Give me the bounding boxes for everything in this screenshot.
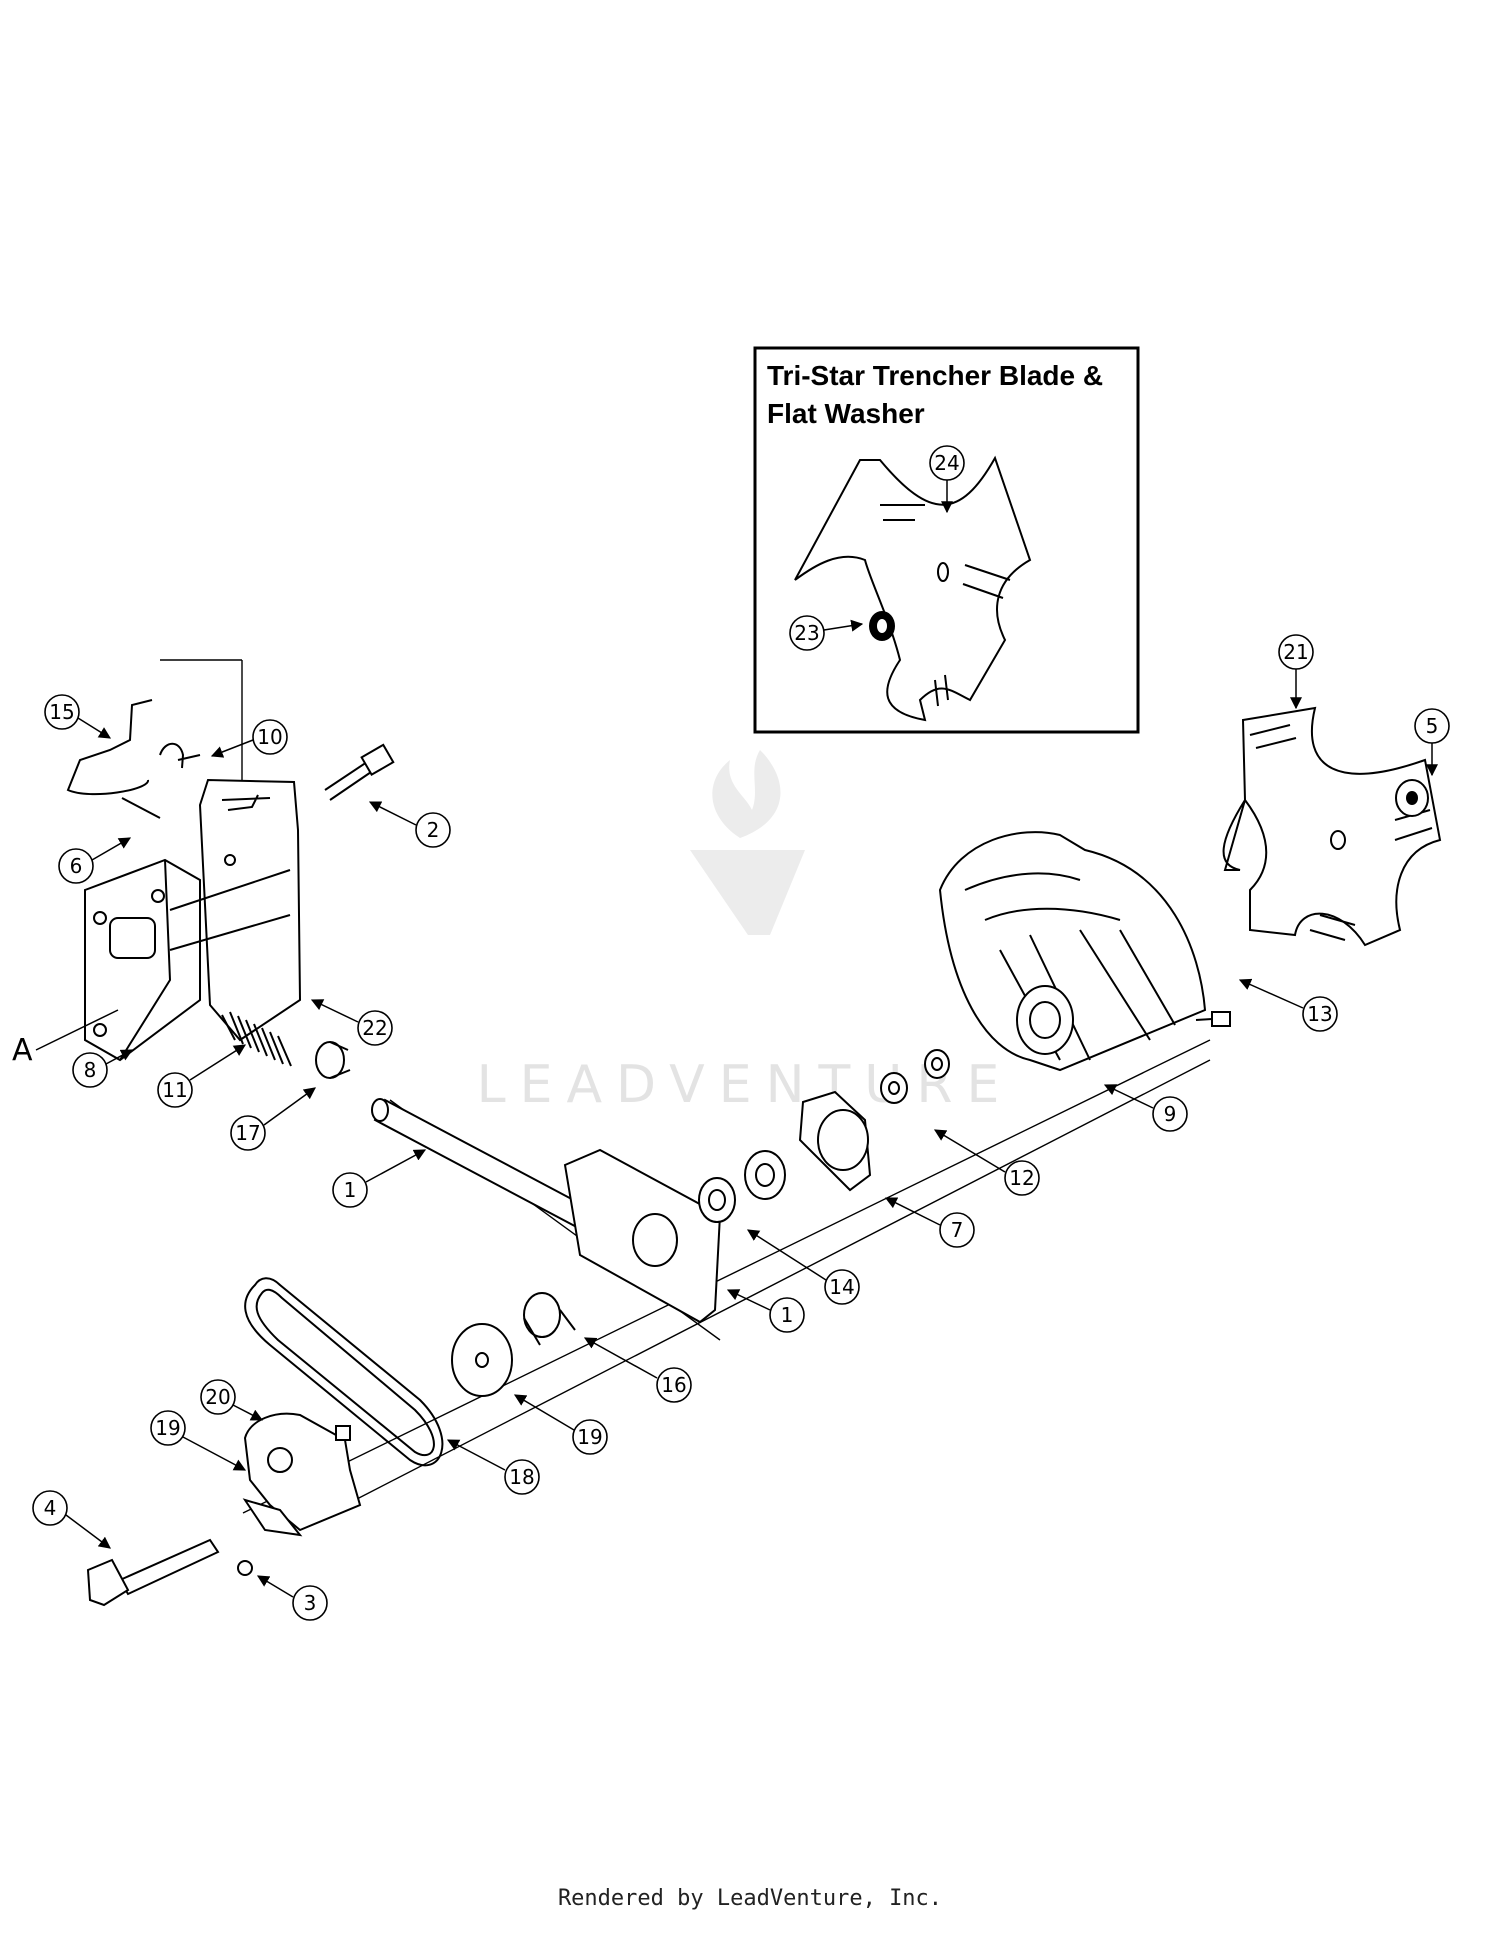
svg-text:21: 21 [1283,640,1308,664]
svg-text:10: 10 [257,725,282,749]
inset-title-line1: Tri-Star Trencher Blade & [767,360,1103,391]
spacer [523,1292,576,1346]
callout-2: 2 [368,801,451,848]
svg-text:11: 11 [162,1078,187,1102]
callouts: 15 10 6 2 22 8 [32,445,1450,1621]
blade-guard [938,831,1207,1072]
svg-text:7: 7 [951,1218,964,1242]
callout-3: 3 [256,1575,328,1621]
mounting-bracket [198,778,302,1042]
svg-text:14: 14 [829,1275,854,1299]
carriage-bolt [86,1538,220,1607]
svg-text:19: 19 [577,1425,602,1449]
watermark-v-icon [690,850,805,935]
callout-13: 13 [1238,978,1338,1032]
belt-housing [84,858,291,1062]
clevis-pin-and-clips [66,699,201,819]
svg-text:13: 13 [1307,1002,1332,1026]
flange-bearing-housing [798,1090,872,1192]
callout-19-guard: 19 [150,1410,247,1471]
footer-credit: Rendered by LeadVenture, Inc. [557,1886,943,1911]
watermark-text: LEADVENTURE [477,1055,1014,1115]
callout-15: 15 [44,694,112,739]
belt-guard [242,1412,362,1537]
svg-text:20: 20 [205,1385,230,1409]
watermark: LEADVENTURE [477,750,1014,1115]
callout-22: 22 [310,999,393,1046]
hex-nut [1395,779,1429,817]
callout-12: 12 [933,1129,1040,1196]
callout-5: 5 [1414,708,1450,777]
callout-1-shaft: 1 [332,1149,427,1208]
watermark-flame-icon [712,750,781,838]
small-screw [237,1560,253,1576]
shoulder-bolt [324,743,395,801]
blade-center-hole [937,562,949,582]
svg-text:2: 2 [427,818,440,842]
callout-14: 14 [746,1229,860,1305]
callout-4: 4 [32,1490,111,1549]
svg-text:1: 1 [781,1303,794,1327]
callout-21: 21 [1278,634,1314,710]
callout-1-plate: 1 [726,1289,805,1333]
callout-11: 11 [157,1044,247,1108]
reference-letter-a: A [12,1033,33,1068]
svg-text:17: 17 [235,1121,260,1145]
svg-text:5: 5 [1426,714,1439,738]
inset-title-line2: Flat Washer [767,398,925,429]
svg-text:19: 19 [155,1416,180,1440]
svg-text:12: 12 [1009,1166,1034,1190]
callout-18: 18 [446,1439,540,1495]
callout-20: 20 [200,1379,264,1421]
svg-text:24: 24 [934,451,959,475]
callout-23: 23 [789,615,864,651]
svg-text:3: 3 [304,1591,317,1615]
callout-9: 9 [1103,1084,1188,1132]
tri-star-trencher-blade [794,455,1032,722]
callout-6: 6 [58,837,132,884]
bearings [698,1150,786,1223]
svg-text:9: 9 [1164,1102,1177,1126]
svg-text:15: 15 [49,700,74,724]
callout-8: 8 [72,1049,134,1088]
pivot-plate [563,1148,722,1324]
trencher-blade [1222,706,1442,947]
inset-box: Tri-Star Trencher Blade & Flat Washer [753,346,1140,734]
svg-text:8: 8 [84,1058,97,1082]
small-bolt [1195,1011,1231,1027]
svg-text:1: 1 [344,1178,357,1202]
v-belt [244,1277,444,1467]
spring [221,1011,292,1067]
svg-text:23: 23 [794,621,819,645]
callout-19-washer: 19 [513,1394,608,1455]
svg-text:4: 4 [44,1496,57,1520]
callout-7: 7 [884,1197,975,1248]
callout-16: 16 [583,1337,692,1403]
callout-24: 24 [929,445,965,514]
callout-17: 17 [230,1087,316,1151]
svg-text:6: 6 [70,854,83,878]
svg-text:18: 18 [509,1465,534,1489]
svg-text:22: 22 [362,1016,387,1040]
svg-text:16: 16 [661,1373,686,1397]
callout-10: 10 [210,719,288,758]
